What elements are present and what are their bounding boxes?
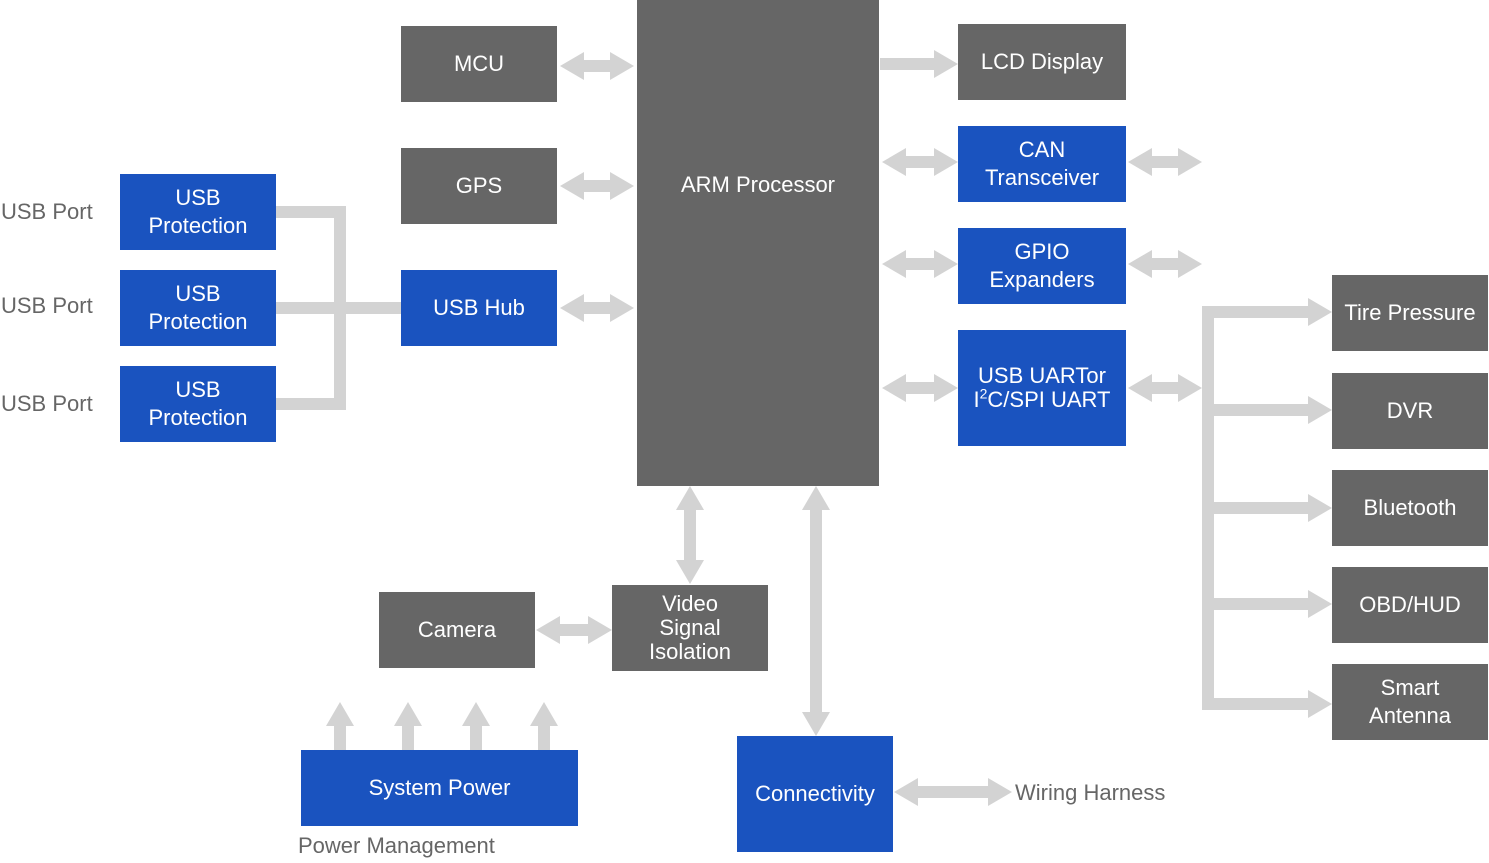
usb-bus-line-1 — [276, 206, 346, 218]
bus-tire-arrow — [1202, 298, 1332, 326]
gpio-line-2: Expanders — [989, 267, 1095, 292]
usb-uart-line-2: I2C/SPI UART — [973, 385, 1111, 412]
usb-uart-sup: 2 — [979, 385, 988, 402]
video-line-3: Isolation — [649, 639, 731, 664]
usb-protection-3-line-2: Protection — [148, 405, 248, 430]
usb-protection-2-line-1: USB — [175, 281, 221, 306]
power-up-arrow-4 — [530, 702, 558, 750]
usb-bus-line-3 — [276, 398, 346, 410]
usb-uart-line-1: USB UARTor — [978, 363, 1106, 388]
video-line-2: Signal — [659, 615, 721, 640]
usb-port-label-2: USB Port — [1, 293, 93, 318]
bus-dvr-arrow — [1214, 396, 1332, 424]
wiring-harness-label: Wiring Harness — [1015, 780, 1166, 805]
tire-pressure-block: Tire Pressure — [1332, 275, 1488, 351]
usb-protection-1-line-2: Protection — [148, 213, 248, 238]
usb-protection-2-line-2: Protection — [148, 309, 248, 334]
connectivity-block: Connectivity — [737, 736, 893, 852]
smart-antenna-block: Smart Antenna — [1332, 664, 1488, 740]
usb-uart-block: USB UARTor I2C/SPI UART — [958, 330, 1126, 446]
system-power-block: System Power — [301, 750, 578, 826]
usb-bus-trunk — [334, 206, 346, 410]
gps-block: GPS — [401, 148, 557, 224]
mcu-arm-arrow — [560, 52, 634, 80]
arm-video-arrow — [676, 486, 704, 584]
usb-port-label-3: USB Port — [1, 391, 93, 416]
connectivity-harness-arrow — [894, 778, 1012, 806]
power-management-label: Power Management — [298, 833, 495, 858]
video-line-1: Video — [662, 591, 718, 616]
usb-protection-1-line-1: USB — [175, 185, 221, 210]
bus-antenna-arrow — [1202, 690, 1332, 718]
usb-uart-i: I — [973, 387, 980, 412]
dvr-block: DVR — [1332, 373, 1488, 449]
peripheral-bus-trunk — [1202, 306, 1214, 710]
bluetooth-block: Bluetooth — [1332, 470, 1488, 546]
camera-video-arrow — [536, 616, 612, 644]
usb-protection-block-3: USB Protection — [120, 366, 276, 442]
smart-antenna-line-1: Smart — [1380, 675, 1440, 700]
usb-protection-3-line-1: USB — [175, 377, 221, 402]
gpio-expanders-block: GPIO Expanders — [958, 228, 1126, 304]
can-line-1: CAN — [1018, 137, 1066, 162]
power-up-arrow-2 — [394, 702, 422, 750]
bus-bluetooth-arrow — [1214, 494, 1332, 522]
video-signal-isolation-block: Video Signal Isolation — [612, 585, 768, 671]
power-up-arrow-3 — [462, 702, 490, 750]
power-up-arrow-1 — [326, 702, 354, 750]
usb-port-label-1: USB Port — [1, 199, 93, 224]
usb-hub-block: USB Hub — [401, 270, 557, 346]
gps-arm-arrow — [560, 172, 634, 200]
arm-processor-block: ARM Processor — [637, 0, 879, 486]
arm-connectivity-arrow — [802, 486, 830, 736]
can-out-arrow — [1128, 148, 1202, 176]
usb-protection-block-1: USB Protection — [120, 174, 276, 250]
gpio-line-1: GPIO — [1014, 239, 1070, 264]
hub-arm-arrow — [560, 294, 634, 322]
usb-uart-rest: C/SPI UART — [987, 387, 1111, 412]
arm-processor-label: ARM Processor — [680, 172, 836, 197]
usb-protection-block-2: USB Protection — [120, 270, 276, 346]
uart-bus-arrow — [1128, 374, 1202, 402]
smart-antenna-line-2: Antenna — [1369, 703, 1451, 728]
arm-can-arrow — [882, 148, 958, 176]
arm-lcd-arrow — [880, 50, 958, 78]
can-line-2: Transceiver — [984, 165, 1100, 190]
gpio-out-arrow — [1128, 250, 1202, 278]
mcu-block: MCU — [401, 26, 557, 102]
bus-obd-arrow — [1214, 590, 1332, 618]
camera-block: Camera — [379, 592, 535, 668]
obd-hud-block: OBD/HUD — [1332, 567, 1488, 643]
can-transceiver-block: CAN Transceiver — [958, 126, 1126, 202]
lcd-display-block: LCD Display — [958, 24, 1126, 100]
arm-gpio-arrow — [882, 250, 958, 278]
arm-uart-arrow — [882, 374, 958, 402]
